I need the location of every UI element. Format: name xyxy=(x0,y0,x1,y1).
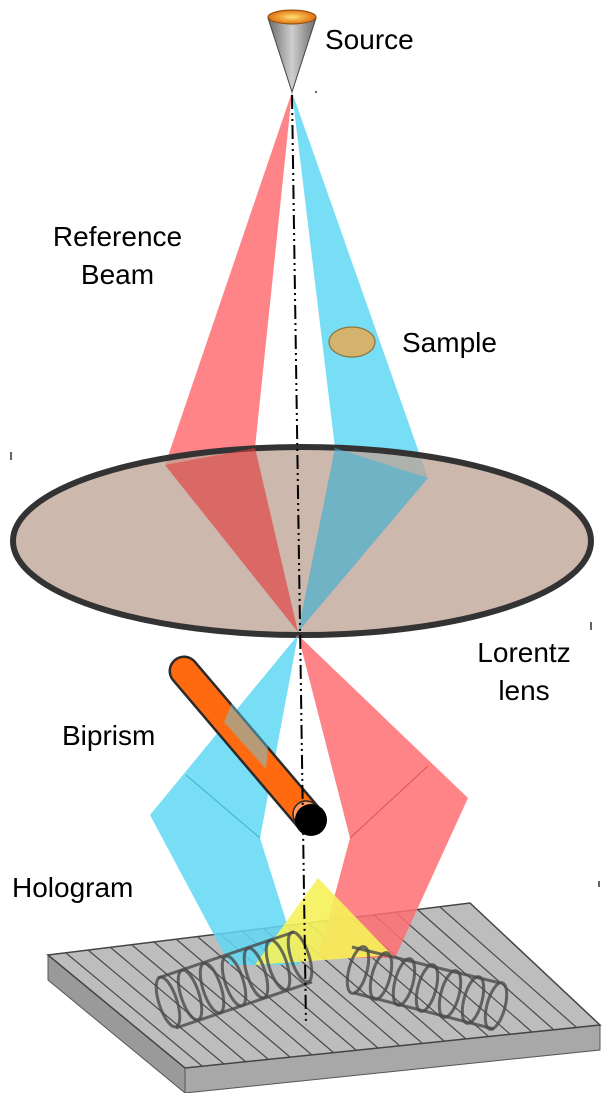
lorentz-lens-label-line1: Lorentz xyxy=(477,637,571,668)
lower-beams xyxy=(150,635,468,965)
source-cone xyxy=(267,17,317,94)
biprism-end-cap xyxy=(295,804,327,836)
reference-beam-label: Reference Beam xyxy=(40,218,195,294)
object-beam-lens xyxy=(298,448,428,632)
fold-line-left xyxy=(185,774,261,839)
lorentz-lens xyxy=(10,444,594,638)
biprism-label: Biprism xyxy=(62,720,156,751)
reference-beam-lower xyxy=(298,635,468,958)
object-beam-over-rod xyxy=(224,703,268,769)
reference-beam-label-line1: Reference xyxy=(52,221,183,252)
optical-axis xyxy=(291,94,307,1026)
hologram-label: Hologram xyxy=(12,872,134,903)
reference-beam-label-line2: Beam xyxy=(80,259,155,290)
sample-disk xyxy=(328,326,376,358)
reference-beam-lens xyxy=(165,448,298,632)
helix-left xyxy=(154,930,314,1030)
lorentz-lens-label: Lorentz lens xyxy=(462,634,586,710)
beams-inside-lens xyxy=(165,448,428,632)
source-emitter xyxy=(267,9,317,25)
object-beam-lower xyxy=(150,635,300,965)
sample-label: Sample xyxy=(402,327,497,358)
biprism-rod-fill xyxy=(171,658,322,831)
source-label: Source xyxy=(325,24,414,55)
electron-source xyxy=(267,9,317,94)
helix-right xyxy=(345,945,509,1031)
lorentz-lens-label-line2: lens xyxy=(498,675,550,706)
fold-line-right xyxy=(349,765,429,839)
